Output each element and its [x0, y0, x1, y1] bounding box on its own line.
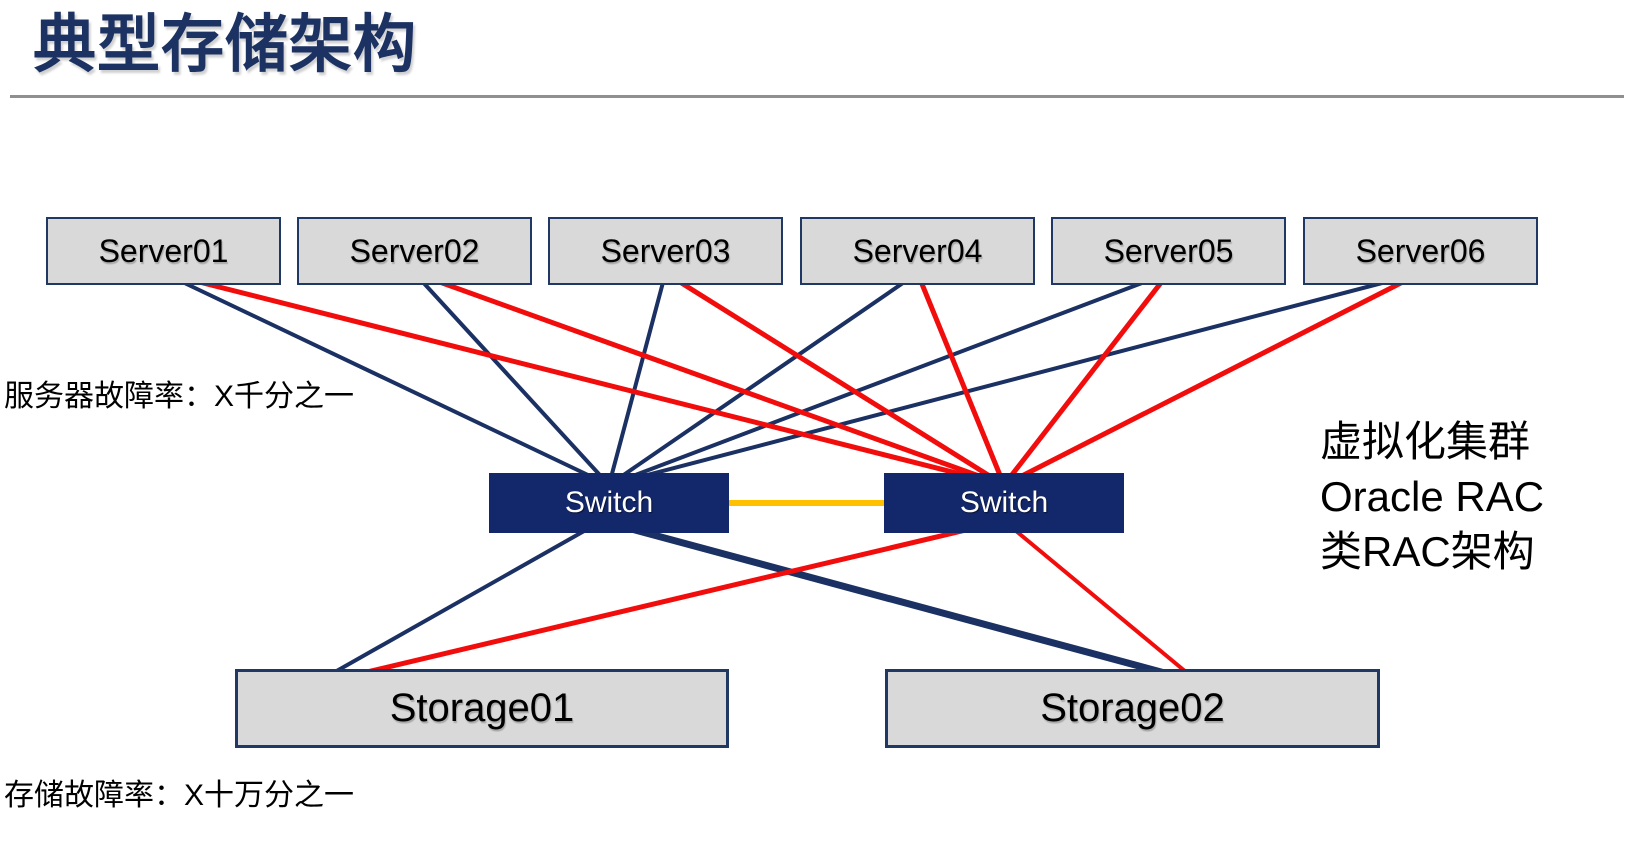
switch-b-box: Switch [884, 473, 1124, 533]
storage02-label: Storage02 [1040, 686, 1225, 730]
cluster-note-line-2: Oracle RAC [1320, 473, 1545, 520]
server01-label: Server01 [98, 232, 229, 269]
server05-label: Server05 [1103, 232, 1234, 269]
server06-box: Server06 [1303, 217, 1538, 285]
server02-box: Server02 [297, 217, 532, 285]
storage01-label: Storage01 [389, 686, 575, 730]
server05-box: Server05 [1051, 217, 1286, 285]
server06-label: Server06 [1355, 232, 1486, 269]
server03-label: Server03 [600, 232, 731, 269]
storage-failure-rate-label: 存储故障率：X十万分之一 [4, 779, 355, 812]
server01-box: Server01 [46, 217, 281, 285]
cluster-note-line-3: 类RAC架构 [1320, 528, 1535, 575]
page-title: 典型存储架构 [33, 10, 417, 80]
server-failure-rate-label: 服务器故障率：X千分之一 [4, 380, 355, 413]
cluster-note-line-1: 虚拟化集群 [1320, 418, 1531, 465]
switch-b-label: Switch [959, 486, 1049, 519]
storage01-box: Storage01 [235, 669, 729, 748]
switch-a-label: Switch [564, 486, 654, 519]
switch-a-box: Switch [489, 473, 729, 533]
cluster-note: 虚拟化集群 Oracle RAC 类RAC架构 [1320, 414, 1544, 579]
server04-box: Server04 [800, 217, 1035, 285]
storage02-box: Storage02 [885, 669, 1380, 748]
title-divider [10, 95, 1624, 98]
server02-label: Server02 [349, 232, 480, 269]
server04-label: Server04 [852, 232, 983, 269]
server03-box: Server03 [548, 217, 783, 285]
